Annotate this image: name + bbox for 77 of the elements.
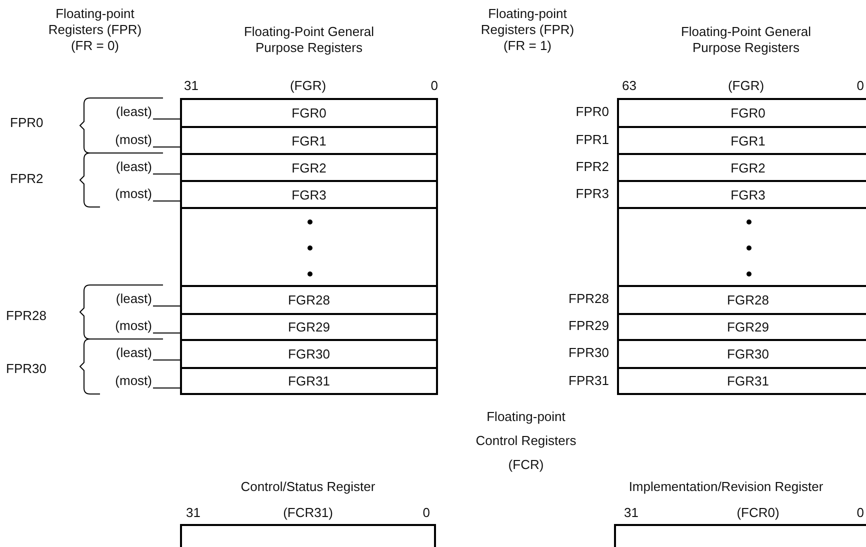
field-name: (FGR) xyxy=(726,78,766,94)
bit-order-label: (least) xyxy=(100,291,152,307)
register-row xyxy=(617,339,866,367)
heading: Floating-point Registers (FPR) (FR = 0) xyxy=(47,6,143,54)
register-name: FGR2 xyxy=(730,160,766,175)
bit-order-label: (least) xyxy=(100,345,152,361)
register-pair-label: FPR2 xyxy=(10,171,44,187)
register-row xyxy=(180,339,438,367)
heading: Implementation/Revision Register xyxy=(628,479,824,495)
register-label: FPR29 xyxy=(568,318,609,334)
register-label: FPR31 xyxy=(568,373,609,389)
leader-line xyxy=(152,146,180,148)
field-name: (FGR) xyxy=(288,78,328,94)
leader-line xyxy=(152,118,180,120)
register-pair-label: FPR30 xyxy=(6,361,48,377)
register-label: FPR2 xyxy=(574,158,609,174)
register-pair-label: FPR0 xyxy=(10,115,44,131)
register-row xyxy=(180,126,438,153)
register-pair-label: FPR28 xyxy=(6,308,48,324)
register-row xyxy=(617,313,866,339)
register-name: FGR2 xyxy=(290,160,328,175)
register-name: FGR1 xyxy=(730,133,766,148)
register-row xyxy=(180,313,438,339)
bit-order-label: (least) xyxy=(100,159,152,175)
register-row xyxy=(617,180,866,207)
register-row xyxy=(617,367,866,395)
register-name: FGR0 xyxy=(290,106,328,120)
register-label: FPR0 xyxy=(574,104,609,120)
register-row xyxy=(617,126,866,153)
register-row xyxy=(180,285,438,313)
field-name: (FCR0) xyxy=(736,505,780,521)
register-name: FGR3 xyxy=(290,187,328,202)
register-row xyxy=(617,153,866,180)
register-row xyxy=(617,207,866,285)
register-label: FPR28 xyxy=(568,291,609,307)
leader-line xyxy=(152,200,180,202)
bit-number: 31 xyxy=(624,505,640,521)
register-name: FGR30 xyxy=(726,346,770,362)
register-row xyxy=(180,367,438,395)
register-label: FPR30 xyxy=(568,345,609,361)
register-name: FGR30 xyxy=(287,346,331,362)
bit-number: 31 xyxy=(186,505,202,521)
bit-order-label: (most) xyxy=(100,186,152,202)
bit-number: 0 xyxy=(430,78,438,94)
heading: Floating-Point General Purpose Registers xyxy=(242,24,376,56)
register-row xyxy=(180,180,438,207)
bit-order-label: (most) xyxy=(100,373,152,389)
heading: Floating-point Registers (FPR) (FR = 1) xyxy=(480,6,576,54)
register-row xyxy=(180,207,438,285)
register-name: FGR29 xyxy=(287,320,331,334)
register-label: FPR3 xyxy=(574,186,609,202)
heading: Floating-point Control Registers (FCR) xyxy=(474,408,578,474)
heading: Floating-Point General Purpose Registers xyxy=(680,24,812,56)
register-row xyxy=(617,285,866,313)
register-name: FGR0 xyxy=(730,106,766,120)
register-name: FGR28 xyxy=(287,292,331,308)
heading: Control/Status Register xyxy=(240,479,376,495)
register-row xyxy=(180,153,438,180)
register-row xyxy=(180,98,438,126)
leader-line xyxy=(152,332,180,334)
bit-order-label: (most) xyxy=(100,132,152,148)
bit-order-label: (least) xyxy=(100,104,152,120)
bit-number: 63 xyxy=(622,78,638,94)
field-name: (FCR31) xyxy=(282,505,334,521)
register-name: FGR31 xyxy=(726,374,770,388)
bit-number: 0 xyxy=(856,78,864,94)
bit-number: 0 xyxy=(856,505,864,521)
register-row xyxy=(617,98,866,126)
register-name: FGR28 xyxy=(726,292,770,308)
register-label: FPR1 xyxy=(574,132,609,148)
bit-order-label: (most) xyxy=(100,318,152,334)
bit-number: 0 xyxy=(422,505,430,521)
bit-number: 31 xyxy=(184,78,200,94)
register-name: FGR1 xyxy=(290,133,328,148)
register-name: FGR29 xyxy=(726,320,770,334)
register-name: FGR3 xyxy=(730,187,766,202)
register-name: FGR31 xyxy=(287,374,331,388)
